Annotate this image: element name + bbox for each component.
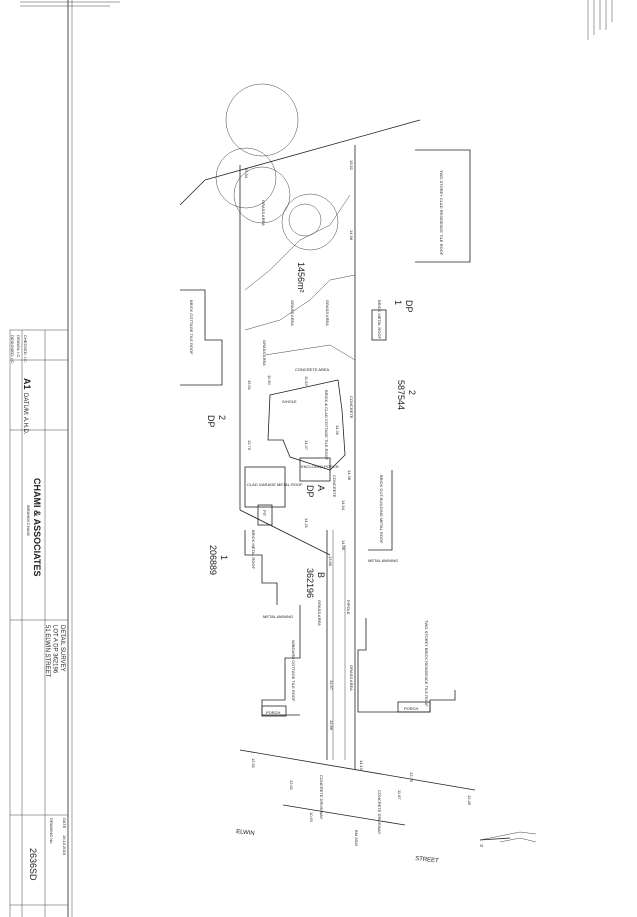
lot-2-number: 2 (407, 390, 417, 395)
benchmark-label: BM SSM (354, 830, 359, 846)
house-label: BRICK & CLAD COTTAGE TILE ROOF (324, 390, 329, 461)
lot-2-left-dp: DP (206, 415, 216, 428)
metal-awning-label: METAL AWNING (368, 558, 398, 563)
porch-label: PORCH (266, 710, 281, 715)
level-value: 11.63 (304, 376, 309, 386)
grass-area-label: GRASS AREA (317, 600, 322, 626)
company-name: CHAMI & ASSOCIATES (32, 478, 42, 577)
neighbour-left-label: BRICK COTTAGE TILE ROOF (189, 300, 194, 355)
designed-label: DESIGNED: I.C. (10, 335, 15, 364)
enclosed-porch-label: ENCLOSED PORCH (301, 464, 339, 469)
lot-1-dp: DP (404, 300, 414, 313)
outbuilding-label: BRICK OUT-BUILDING METAL ROOF (379, 475, 384, 544)
sewer-hole-label: S/HOLE (282, 399, 297, 404)
dp-362196: 362196 (305, 568, 315, 598)
level-value: 11.90 (267, 375, 272, 385)
level-value: 15.51 (247, 380, 252, 391)
grass-area-label: GRASS AREA (261, 200, 266, 226)
pit-outline (257, 504, 273, 526)
checked-label: CHECKED: I.C. (23, 335, 28, 363)
level-value: 13.79 (247, 440, 252, 451)
concrete-label: CONCRETE (349, 396, 354, 419)
concrete-area-label: CONCRETE AREA (295, 367, 330, 372)
drawing-no: 2636SD (28, 848, 38, 881)
north-arrow-icon: N (479, 831, 537, 848)
neighbour-two-storey-label: TWO STOREY CLAD RESIDENCE TILE ROOF (439, 170, 444, 256)
level-value: 14.56 (341, 540, 346, 551)
lot-2-left-number: 2 (217, 415, 227, 420)
level-value: 14.21 (304, 518, 309, 529)
grass-area-label: GRASS AREA (349, 665, 354, 691)
level-value: 13.91 (289, 780, 294, 791)
lot-a-dp: DP (305, 485, 315, 498)
house (244, 344, 356, 526)
date: 16.10.2016 (62, 835, 67, 856)
metal-awning-label: METAL AWNING (263, 614, 293, 619)
concrete-label: CONCRETE (332, 475, 337, 498)
neighbour-two-storey-brick-label: TWO STOREY BRICK RESIDENCE TILE ROOF (424, 620, 429, 707)
brick-shed-label: BRICK METAL ROOF (251, 530, 256, 569)
grass-area-label: GRASS AREA (262, 340, 267, 366)
level-value: 14.38 (347, 470, 352, 481)
lot-b: B (316, 572, 326, 578)
power-pole-label: P/POLE (346, 600, 351, 615)
level-value: 12.86 (329, 720, 334, 731)
driveway-label: CONCRETE DRIVEWAY (377, 790, 382, 835)
lot-1-left-number: 1 (219, 555, 229, 560)
survey-title: DETAIL SURVEY (59, 625, 65, 672)
date-label: DATE (62, 818, 67, 829)
neighbour-cottage-label: W/BOARD COTTAGE TILE ROOF (291, 640, 296, 702)
level-value: 13.75 (409, 772, 414, 783)
north-label: N (480, 843, 483, 848)
driveway-label: CONCRETE DRIVEWAY (319, 775, 324, 820)
level-value: 15.52 (349, 160, 354, 171)
level-value: 12.91 (251, 758, 256, 769)
porch-label: PORCH (404, 706, 419, 711)
dp-206889: 206889 (208, 545, 218, 575)
level-value: 10.93 (309, 812, 314, 823)
lot-a: A (316, 485, 326, 491)
drawn-label: DRAWN: I.C. (16, 335, 21, 358)
lot-description: LOT A DP 362196 (52, 625, 58, 674)
company-sub: IBRAHIM CHAMI (26, 505, 31, 536)
drawing-labels: 1 DP 2 587544 2 DP 1 206889 A DP B 36219… (189, 160, 472, 864)
neighbour-buildings (180, 149, 471, 717)
level-value: 12.57 (329, 680, 334, 691)
brick-shed-label: BRICK METAL ROOF (377, 300, 382, 339)
level-value: 14.37 (304, 440, 309, 451)
site-area: 1456m² (296, 262, 306, 293)
drawing-no-label: DRAWING No. (49, 818, 54, 845)
lot-1-number: 1 (393, 300, 403, 305)
level-value: 14.98 (349, 230, 354, 241)
title-block: DESIGNED: I.C. DRAWN: I.C. CHECKED: I.C.… (9, 0, 73, 917)
level-value: 14.10 (359, 760, 364, 771)
sheet-size: A1 (22, 378, 32, 390)
pit-label: PIT (262, 510, 267, 517)
dp-587544: 587544 (396, 380, 406, 410)
grass-area-label: GRASS AREA (325, 300, 330, 326)
level-value: 15.54 (244, 168, 249, 179)
notes (20, 0, 613, 40)
level-value: 11.87 (397, 790, 402, 800)
grass-area-label: GRASS AREA (290, 300, 295, 326)
lot-boundary (179, 119, 476, 826)
street-name-2: STREET (415, 856, 439, 864)
street-name-1: ELWIN (236, 829, 255, 837)
trees (215, 83, 339, 251)
address: 51 ELWIN STREET (44, 625, 50, 678)
garage-label: CLAD GARAGE METAL ROOF (247, 482, 303, 487)
level-value: 12.45 (467, 795, 472, 806)
level-value: 14.30 (335, 425, 340, 436)
datum: DATUM: A.H.D. (22, 393, 28, 435)
level-value: 13.85 (328, 556, 333, 567)
level-value: 14.54 (341, 500, 346, 511)
